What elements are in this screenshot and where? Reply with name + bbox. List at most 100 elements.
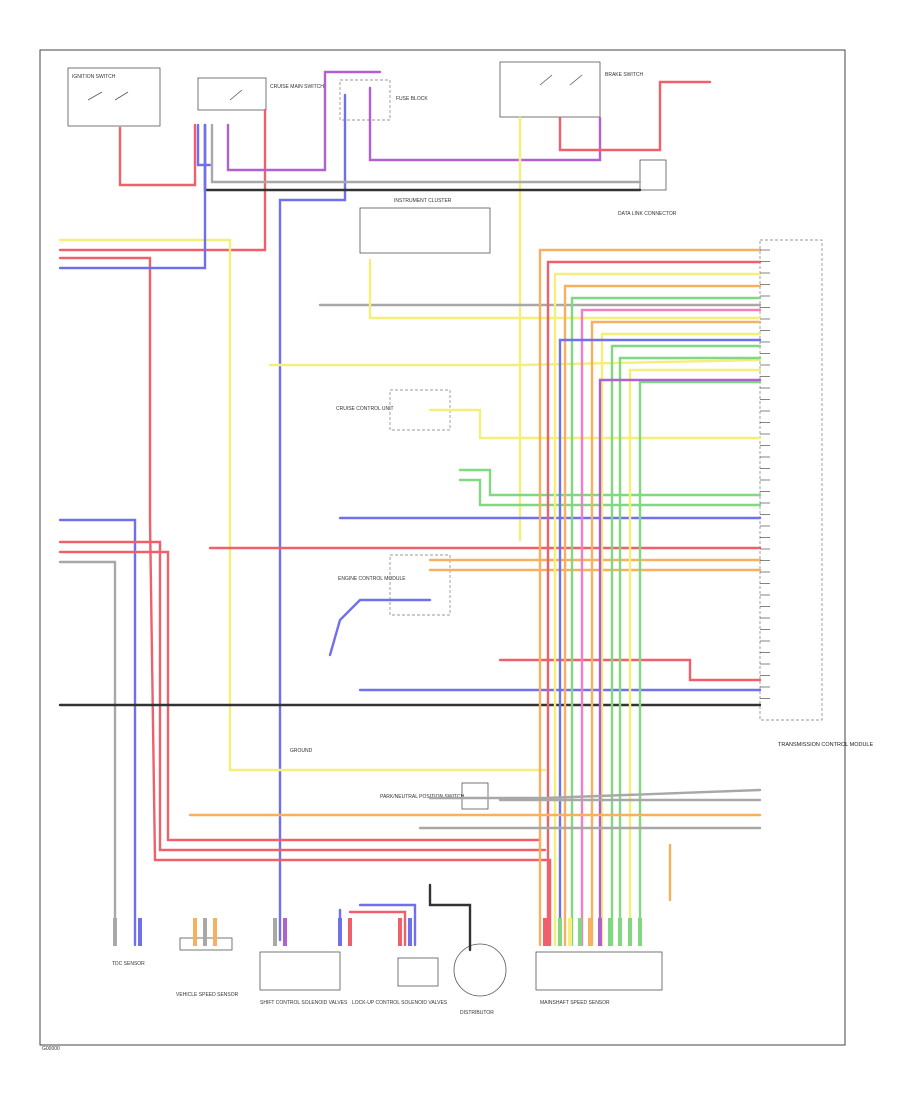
cruise-main-switch-label: CRUISE MAIN SWITCH (270, 84, 324, 90)
pn-switch-gray-wire (428, 788, 762, 800)
engine-control-module-component: ENGINE CONTROL MODULE (338, 554, 451, 616)
fuse-block-component: FUSE BLOCK (339, 79, 428, 121)
vehicle-speed-sensor-label: VEHICLE SPEED SENSOR (176, 992, 239, 998)
ignition-switch-component: IGNITION SWITCH (67, 67, 161, 127)
fuse-block-label: FUSE BLOCK (396, 96, 428, 102)
instrument-cluster-label: INSTRUMENT CLUSTER (394, 198, 452, 204)
left-blue-top-wire (58, 123, 207, 270)
connector-stub-0 (113, 918, 117, 946)
connector-stub-4 (213, 918, 217, 946)
connector-stub-7 (338, 918, 342, 946)
shift-control-solenoid-label: SHIFT CONTROL SOLENOID VALVES (260, 1000, 348, 1006)
engine-control-module-label: ENGINE CONTROL MODULE (338, 576, 406, 582)
connector-stub-18 (618, 918, 622, 946)
yellow-bus-wire (268, 358, 762, 367)
connector-stub-14 (578, 918, 582, 946)
connector-stub-12 (558, 918, 562, 946)
wire-group (58, 70, 762, 952)
data-link-connector-component: DATA LINK CONNECTOR (618, 159, 677, 217)
instrument-cluster-component: INSTRUMENT CLUSTER (359, 198, 491, 254)
tcm-connector-component: TRANSMISSION CONTROL MODULE (759, 239, 873, 748)
data-link-connector-label: DATA LINK CONNECTOR (618, 211, 677, 217)
connector-stub-8 (348, 918, 352, 946)
connector-stub-13 (568, 918, 572, 946)
connector-stub-1 (138, 918, 142, 946)
lockup-red-wire (348, 910, 407, 947)
lockup-blue-2-wire (358, 903, 417, 947)
ground-component: GROUND (290, 748, 313, 754)
mainshaft-speed-sensor-label: MAINSHAFT SPEED SENSOR (540, 1000, 610, 1006)
connector-stub-10 (408, 918, 412, 946)
connector-stub-3 (203, 918, 207, 946)
connector-stub-9 (398, 918, 402, 946)
cruise-main-red-wire (58, 108, 267, 252)
lockup-solenoid-component: LOCK-UP CONTROL SOLENOID VALVES (352, 957, 448, 1006)
connector-stub-19 (628, 918, 632, 946)
ignition-switch-label: IGNITION SWITCH (72, 74, 116, 80)
tdc-blue-wire (58, 518, 137, 947)
connector-stub-5 (273, 918, 277, 946)
left-red-main-wire (58, 256, 552, 947)
connector-stub-11 (543, 918, 547, 946)
tcm-vertical-wire-9 (618, 356, 762, 947)
connector-stub-15 (588, 918, 592, 946)
distributor-component: DISTRIBUTOR (453, 943, 507, 1016)
brake-purple-wire (368, 86, 602, 162)
connector-stub-6 (283, 918, 287, 946)
tdc-sensor-component: TDC SENSOR (112, 961, 145, 967)
shift-control-solenoid-component: SHIFT CONTROL SOLENOID VALVES (259, 951, 348, 1006)
tcm-vertical-wire-2 (553, 272, 762, 947)
park-neutral-switch-component: PARK/NEUTRAL POSITION SWITCH (380, 782, 489, 810)
tdc-sensor-label: TDC SENSOR (112, 961, 145, 967)
gray-top-wire (210, 123, 642, 184)
footer-code: G00000 (42, 1046, 60, 1052)
tdc-gray-wire (58, 560, 117, 947)
purple-tcm-wire (598, 378, 762, 947)
brake-switch-component: BRAKE SWITCH (499, 61, 643, 118)
connector-stub-group (113, 918, 642, 946)
ignition-feed-wire (118, 123, 197, 187)
yellow-ic-wire (368, 258, 762, 320)
tcm-vertical-wire-7 (600, 332, 762, 947)
red-bus-2-wire (498, 658, 762, 682)
mainshaft-speed-sensor-component: MAINSHAFT SPEED SENSOR (535, 951, 663, 1006)
brake-switch-label: BRAKE SWITCH (605, 72, 643, 78)
blue-tcm-wire (558, 338, 762, 947)
yellow-cruise-wire (428, 408, 762, 440)
connector-stub-17 (608, 918, 612, 946)
tcm-pin-group (760, 249, 770, 699)
tcm-vertical-wire-4 (570, 296, 762, 947)
tcm-vertical-wire-10 (628, 368, 762, 947)
distributor-label: DISTRIBUTOR (460, 1010, 494, 1016)
tcm-vertical-wire-5 (580, 308, 762, 947)
cruise-control-unit-label: CRUISE CONTROL UNIT (336, 406, 394, 412)
vehicle-speed-sensor-component: VEHICLE SPEED SENSOR (176, 937, 239, 998)
tcm-vertical-wire-1 (546, 260, 762, 947)
blue-vertical-wire (278, 93, 347, 942)
left-red-2-wire (58, 540, 547, 852)
purple-top-wire (226, 70, 382, 172)
black-top-wire (203, 123, 642, 192)
tcm-vertical-wire-3 (563, 284, 762, 947)
tcm-title: TRANSMISSION CONTROL MODULE (778, 742, 873, 748)
lockup-solenoid-label: LOCK-UP CONTROL SOLENOID VALVES (352, 1000, 448, 1006)
left-red-3-wire (58, 550, 542, 842)
cruise-main-switch-component: CRUISE MAIN SWITCH (197, 77, 324, 111)
brake-red-wire (558, 80, 712, 152)
left-yellow-wire (58, 238, 547, 772)
blue-ecm-wire (328, 598, 432, 657)
tcm-vertical-wire-8 (610, 344, 762, 947)
park-neutral-switch-label: PARK/NEUTRAL POSITION SWITCH (380, 794, 465, 800)
ground-label: GROUND (290, 748, 313, 754)
diagram-frame (39, 49, 846, 1046)
connector-stub-2 (193, 918, 197, 946)
distributor-black-wire (428, 883, 472, 952)
tcm-vertical-wire-0 (538, 248, 762, 947)
tcm-vertical-wire-6 (590, 320, 762, 947)
tcm-vertical-wire-11 (638, 380, 762, 947)
green-bus-1-wire (458, 468, 762, 497)
green-bus-2-wire (458, 478, 762, 507)
connector-stub-20 (638, 918, 642, 946)
connector-stub-16 (598, 918, 602, 946)
